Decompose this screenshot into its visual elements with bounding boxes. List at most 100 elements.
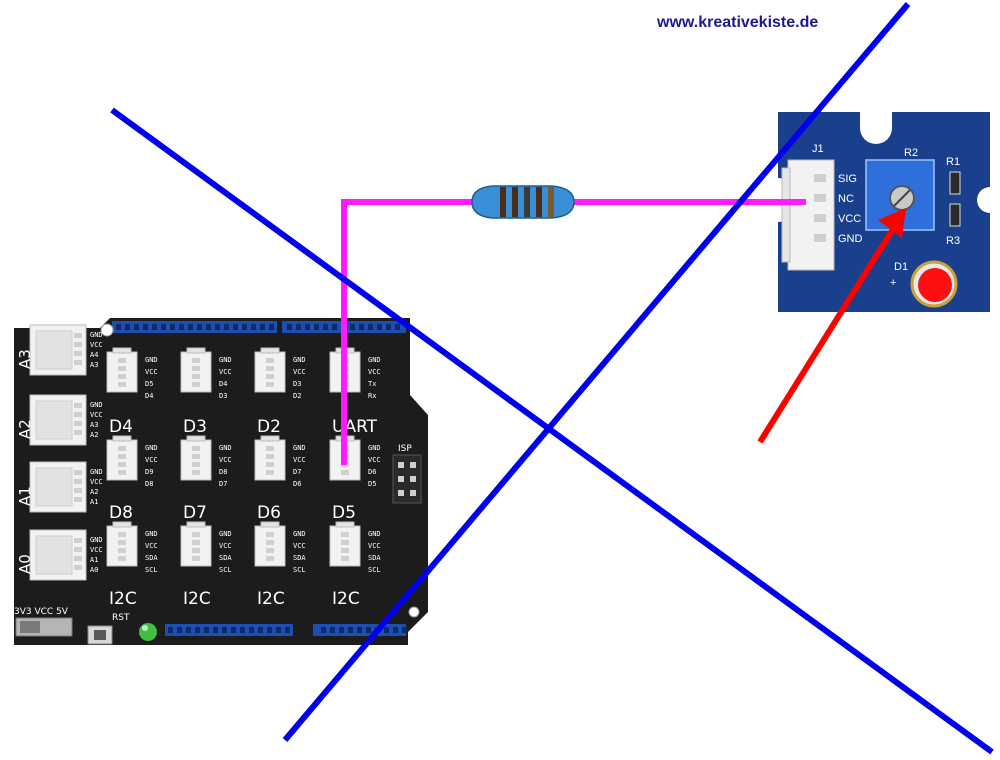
- module-connector: [787, 159, 835, 271]
- grove-port-i2c[interactable]: [106, 521, 138, 567]
- pin-label: A2: [90, 431, 98, 439]
- base-shield: A3GNDVCCA4A3A2GNDVCCA3A2A1GNDVCCA2A1A0GN…: [14, 318, 428, 645]
- pin-label: GND: [90, 536, 103, 544]
- header-pin: [249, 627, 254, 633]
- pin-label: VCC: [90, 411, 103, 419]
- pin-label: D6: [368, 468, 376, 476]
- pin-label: GND: [368, 356, 381, 364]
- header-pin: [170, 324, 175, 330]
- port-label: I2C: [257, 589, 285, 609]
- pin-label: VCC: [145, 542, 158, 550]
- header-pin: [231, 627, 236, 633]
- connector-label: J1: [812, 143, 824, 155]
- pin-label: A3: [90, 421, 98, 429]
- pin-label: D4: [219, 380, 227, 388]
- pin-label: A3: [90, 361, 98, 369]
- grove-port-a0[interactable]: [29, 529, 87, 581]
- header-pin: [321, 627, 326, 633]
- header-pin: [350, 324, 355, 330]
- module-connector-pin: [814, 234, 826, 242]
- pin-label: SDA: [145, 554, 158, 562]
- pin-label: VCC: [145, 368, 158, 376]
- header-pin: [242, 324, 247, 330]
- header-pin: [152, 324, 157, 330]
- module-connector-pin: [814, 194, 826, 202]
- header-pin: [204, 627, 209, 633]
- side-port-label: A3: [16, 349, 34, 369]
- port-label: D4: [109, 417, 133, 437]
- pin-label: VCC: [219, 456, 232, 464]
- signal-wire: [341, 199, 472, 465]
- pin-label: VCC: [145, 456, 158, 464]
- grove-port-a2[interactable]: [29, 394, 87, 446]
- header-pin: [323, 324, 328, 330]
- side-port-label: A1: [16, 486, 34, 506]
- port-label: UART: [332, 417, 378, 437]
- side-port-label: A0: [16, 554, 34, 574]
- grove-port-d3[interactable]: [180, 347, 212, 393]
- header-pin: [240, 627, 245, 633]
- header-pin: [224, 324, 229, 330]
- header-pin: [186, 627, 191, 633]
- header-pin: [296, 324, 301, 330]
- pin-label: SDA: [368, 554, 381, 562]
- header-pin: [384, 627, 389, 633]
- module-pin-label: GND: [838, 233, 863, 245]
- grove-port-a1[interactable]: [29, 461, 87, 513]
- module-connector-pin: [814, 174, 826, 182]
- pin-label: D2: [293, 392, 301, 400]
- grove-port-d2[interactable]: [254, 347, 286, 393]
- port-label: D2: [257, 417, 281, 437]
- pin-label: GND: [368, 444, 381, 452]
- grove-port-a3[interactable]: [29, 324, 87, 376]
- port-label: D5: [332, 503, 356, 523]
- pin-label: GND: [368, 530, 381, 538]
- pin-label: VCC: [293, 456, 306, 464]
- cross-line-2: [282, 2, 911, 742]
- pin-label: D9: [145, 468, 153, 476]
- grove-port-i2c[interactable]: [329, 521, 361, 567]
- header-pin: [287, 324, 292, 330]
- cross-line-1: [110, 107, 994, 755]
- pin-label: GND: [219, 356, 232, 364]
- bottom-header-left: [165, 624, 293, 636]
- header-pin: [213, 627, 218, 633]
- header-pin: [359, 324, 364, 330]
- header-pin: [366, 627, 371, 633]
- port-label: I2C: [109, 589, 137, 609]
- port-label: D6: [257, 503, 281, 523]
- pin-label: GND: [90, 331, 103, 339]
- pin-label: D6: [293, 480, 301, 488]
- pin-label: D5: [368, 480, 376, 488]
- pin-label: VCC: [219, 368, 232, 376]
- grove-port-d7[interactable]: [180, 435, 212, 481]
- pin-label: GND: [145, 530, 158, 538]
- grove-port-d6[interactable]: [254, 435, 286, 481]
- pin-label: SDA: [219, 554, 232, 562]
- grove-port-i2c[interactable]: [254, 521, 286, 567]
- isp-pin: [398, 490, 404, 496]
- pin-label: SCL: [293, 566, 306, 574]
- header-pin: [332, 324, 337, 330]
- header-pin: [179, 324, 184, 330]
- module-pin-label: SIG: [838, 173, 857, 185]
- header-pin: [339, 627, 344, 633]
- voltage-switch-knob: [20, 621, 40, 633]
- header-pin: [402, 627, 407, 633]
- isp-pin: [410, 490, 416, 496]
- header-pin: [251, 324, 256, 330]
- header-pin: [195, 627, 200, 633]
- pin-label: Tx: [368, 380, 376, 388]
- header-pin: [377, 324, 382, 330]
- grove-port-d4[interactable]: [106, 347, 138, 393]
- pin-label: VCC: [90, 478, 103, 486]
- grove-port-i2c[interactable]: [180, 521, 212, 567]
- pin-label: A1: [90, 556, 98, 564]
- port-label: D8: [109, 503, 133, 523]
- header-pin: [357, 627, 362, 633]
- header-pin: [134, 324, 139, 330]
- grove-port-d8[interactable]: [106, 435, 138, 481]
- led-plus: +: [890, 277, 896, 289]
- header-pin: [260, 324, 265, 330]
